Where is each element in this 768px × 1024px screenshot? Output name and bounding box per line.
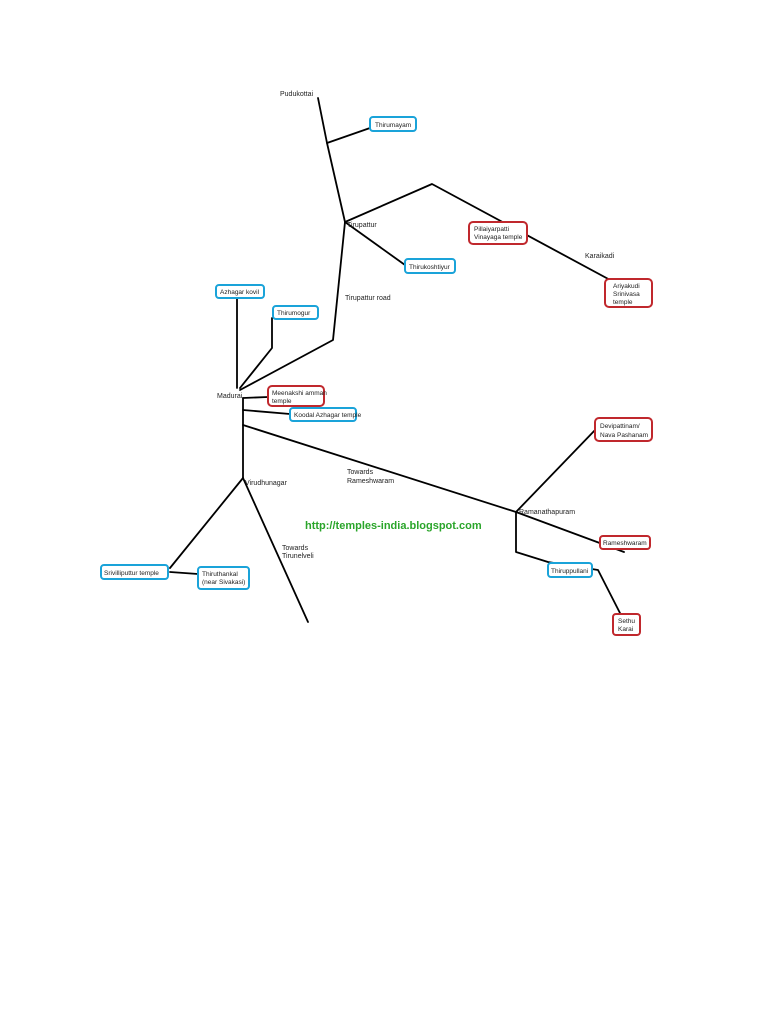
temple-box <box>289 407 357 422</box>
temple-label-1: Ariyakudi <box>613 283 640 290</box>
temple-label-1: Sethu <box>618 618 635 625</box>
road-tirupattur-karaikadi <box>344 183 626 289</box>
temple-koodal-azhagar[interactable]: Koodal Azhagar temple <box>289 407 362 422</box>
temple-label: Thirukoshtiyur <box>409 264 451 271</box>
road-to-thirukoshtiyur <box>344 221 406 266</box>
temple-thiruppullani[interactable]: Thiruppullani <box>547 562 593 578</box>
temple-rameshwaram[interactable]: Rameshwaram <box>599 535 651 550</box>
temple-label: Koodal Azhagar temple <box>294 412 362 419</box>
temple-label: Azhagar kovil <box>220 289 260 296</box>
place-labels: Pudukottai Tirupattur Tirupattur road Ka… <box>217 91 615 560</box>
temple-thirumayam[interactable]: Thirumayam <box>369 116 417 132</box>
temple-devipattinam[interactable]: Devipattinam/ Nava Pashanam <box>594 417 653 442</box>
place-towards-rameshwaram-2: Rameshwaram <box>347 478 394 485</box>
temple-label-1: Thiruthankal <box>202 571 238 578</box>
temple-sethu-karai[interactable]: Sethu Karai <box>612 613 641 636</box>
temple-box <box>594 417 653 442</box>
temple-azhagar-kovil[interactable]: Azhagar kovil <box>215 284 265 299</box>
place-ramanathapuram: Ramanathapuram <box>519 509 575 516</box>
place-tirupattur: Tirupattur <box>347 222 377 229</box>
temple-thirukoshtiyur[interactable]: Thirukoshtiyur <box>404 258 456 274</box>
temple-box <box>468 221 528 245</box>
temple-box <box>612 613 641 636</box>
temple-box <box>404 258 456 274</box>
place-madurai: Madurai <box>217 393 243 400</box>
temple-label: Thiruppullani <box>551 568 588 575</box>
road-tirupattur-madurai <box>239 221 346 391</box>
temple-label-1: Meenakshi amman <box>272 390 327 397</box>
temple-label-1: Pillaiyarpatti <box>474 226 509 233</box>
road-to-devipattinam <box>515 427 598 513</box>
temple-label-2: Srinivasa <box>613 291 640 298</box>
temple-srivilliputtur[interactable]: Srivilliputtur temple <box>100 564 169 580</box>
temple-box <box>369 116 417 132</box>
road-virudhunagar-srivilliputtur <box>169 477 244 569</box>
place-karaikadi: Karaikadi <box>585 253 615 260</box>
temple-label-1: Devipattinam/ <box>600 423 640 430</box>
place-towards-rameshwaram-1: Towards <box>347 469 374 476</box>
temple-box <box>197 566 250 590</box>
temple-label: Srivilliputtur temple <box>104 570 159 577</box>
place-towards-tirunelveli-2: Tirunelveli <box>282 553 314 560</box>
road-to-meenakshi <box>242 396 269 399</box>
road-madurai-ramanathapuram <box>242 424 625 553</box>
road-virudhunagar-tirunelveli <box>242 477 309 623</box>
temple-box <box>100 564 169 580</box>
temple-box <box>272 305 319 320</box>
temple-box <box>267 385 325 407</box>
temple-thirumogur[interactable]: Thirumogur <box>272 305 319 320</box>
temple-label: Thirumayam <box>375 122 411 129</box>
road-to-thirumayam <box>326 127 371 144</box>
temple-label-2: (near Sivakasi) <box>202 579 245 586</box>
temple-pillaiyarpatti[interactable]: Pillaiyarpatti Vinayaga temple <box>468 221 528 245</box>
temple-box <box>547 562 593 578</box>
temple-label: Thirumogur <box>277 310 311 317</box>
place-towards-tirunelveli-1: Towards <box>282 545 309 552</box>
temple-label: Rameshwaram <box>603 540 647 547</box>
road-to-koodal-azhagar <box>242 409 291 415</box>
temple-label-2: Nava Pashanam <box>600 432 648 439</box>
blue-temples: Thirumayam Thirukoshtiyur Azhagar kovil … <box>100 116 593 590</box>
temple-box <box>215 284 265 299</box>
road-pudukottai-tirupattur <box>317 97 346 223</box>
road-to-thiruppullani <box>515 511 622 616</box>
temple-box <box>599 535 651 550</box>
temple-ariyakudi[interactable]: Ariyakudi Srinivasa temple <box>604 278 653 308</box>
road-to-thirumogur <box>239 317 273 389</box>
temple-label-2: Karai <box>618 626 633 633</box>
temple-box <box>604 278 653 308</box>
place-virudhunagar: Virudhunagar <box>245 480 288 487</box>
temple-label-2: Vinayaga temple <box>474 234 523 241</box>
roads <box>169 97 626 623</box>
temple-label-3: temple <box>613 299 633 306</box>
place-tirupattur-road: Tirupattur road <box>345 295 391 302</box>
temple-label-2: temple <box>272 398 292 405</box>
red-temples: Pillaiyarpatti Vinayaga temple Ariyakudi… <box>267 221 653 636</box>
temple-meenakshi[interactable]: Meenakshi amman temple <box>267 385 327 407</box>
blog-url[interactable]: http://temples-india.blogspot.com <box>305 520 482 532</box>
road-to-thiruthankal <box>169 571 199 575</box>
place-pudukottai: Pudukottai <box>280 91 314 98</box>
temple-thiruthankal[interactable]: Thiruthankal (near Sivakasi) <box>197 566 250 590</box>
